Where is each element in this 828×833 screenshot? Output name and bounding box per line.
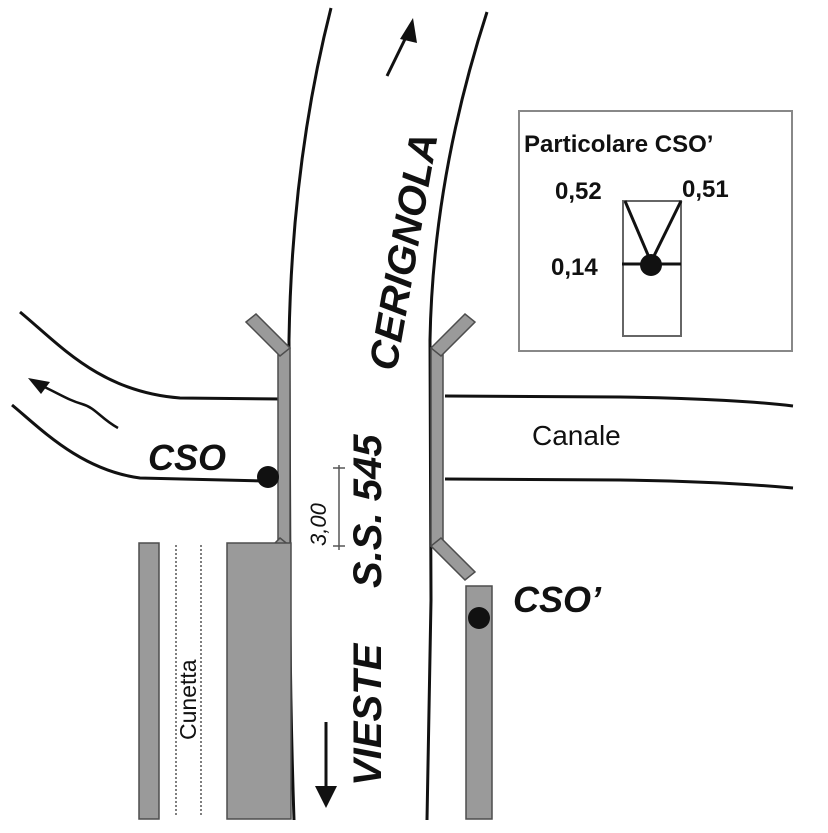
flow-arrow [35,381,119,430]
cso-prime-point [468,607,490,629]
dimension-label: 3,00 [306,502,331,546]
detail-point [640,254,662,276]
cso-label: CSO [148,437,226,478]
channel-label: Canale [532,420,621,451]
road-left-edge [287,7,333,821]
detail-box: Particolare CSO’ 0,52 0,51 0,14 [518,110,793,352]
road-right-edge [425,11,489,821]
north-arrow-shaft [385,32,410,77]
ditch-left-wall [138,542,160,820]
cso-prime-label: CSO’ [513,579,602,620]
detail-line-left [623,200,653,263]
left-channel-lower-edge [11,403,266,483]
detail-value-left: 0,52 [555,178,602,205]
bridge-wingwall-left-top [244,312,292,358]
cso-point [257,466,279,488]
bridge-wall-right [430,347,444,547]
bridge-wingwall-right-bottom [429,536,477,582]
left-channel-upper-edge [19,310,283,401]
bridge-wingwall-right-top [429,312,477,358]
road-label-center: S.S. 545 [346,434,390,588]
detail-value-center: 0,14 [551,254,598,281]
bridge-wall-left [277,347,291,547]
north-arrow-head [400,18,417,43]
right-channel-lower-edge [444,477,794,490]
detail-box-frame [518,110,793,352]
ditch-label: Cunetta [175,659,201,740]
road-label-south: VIESTE [346,642,390,786]
detail-post-outline [622,200,682,337]
embankment-block [226,542,292,820]
flow-arrow-head [28,378,50,394]
right-channel-upper-edge [444,394,794,408]
south-arrow-head [315,786,337,808]
road-label-north: CERIGNOLA [362,130,447,374]
detail-line-right [649,200,683,263]
detail-value-right: 0,51 [682,176,729,203]
detail-title: Particolare CSO’ [524,131,713,158]
